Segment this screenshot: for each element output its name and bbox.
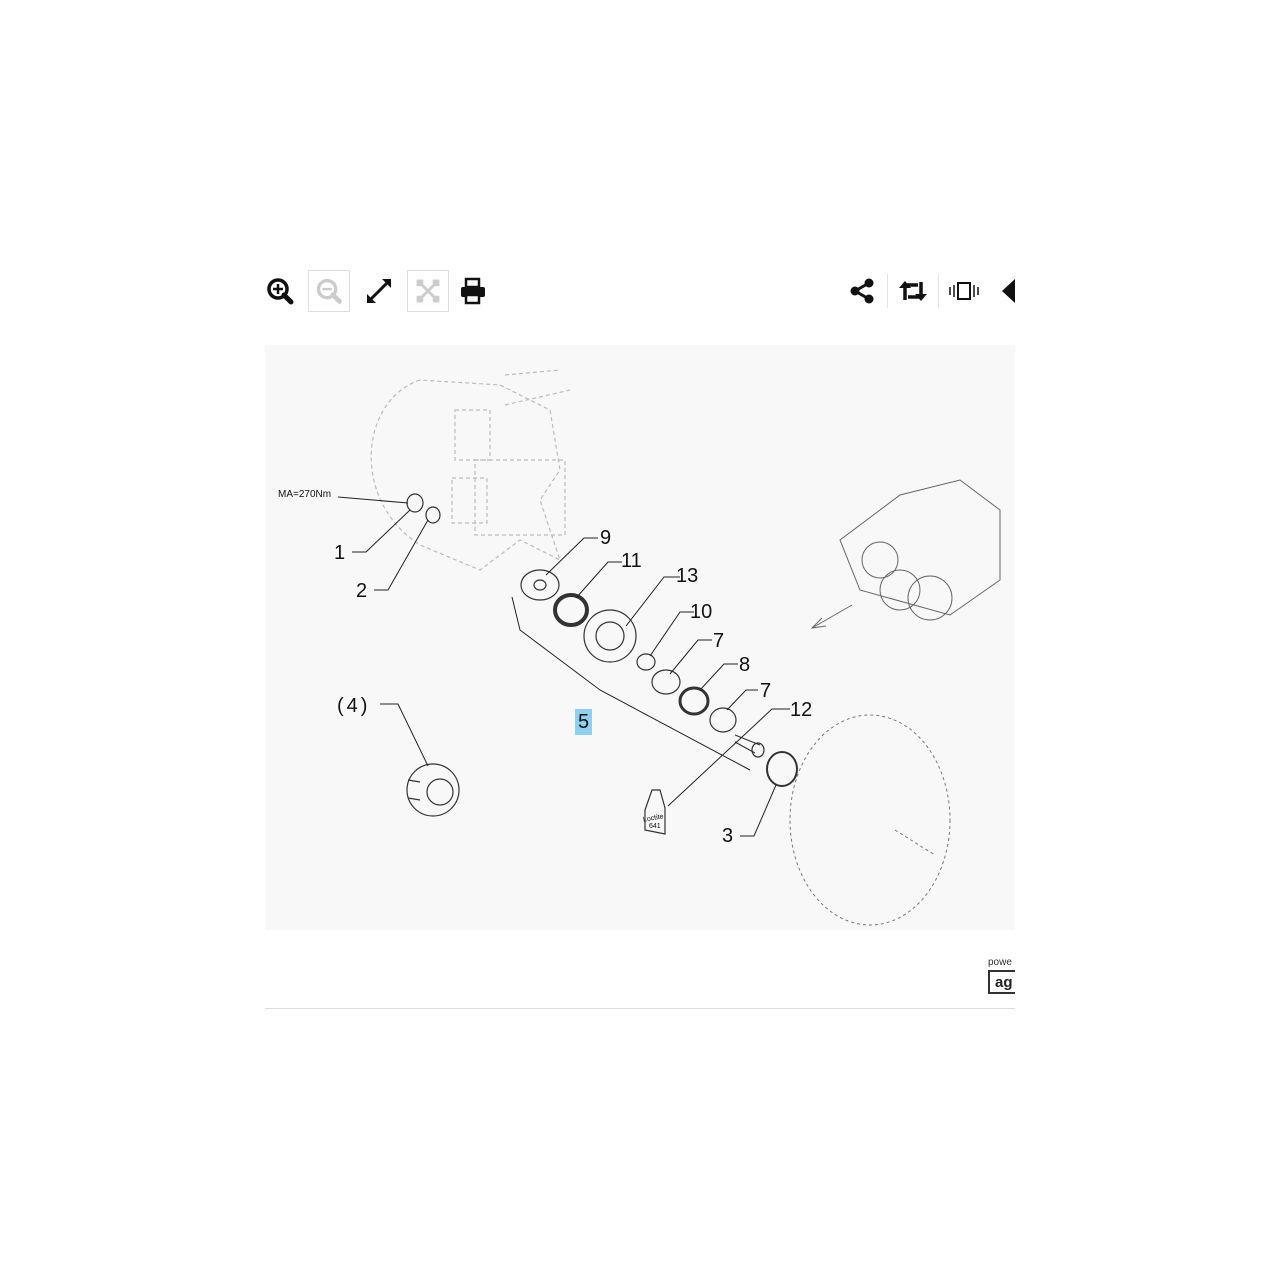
leader-lines (337, 496, 790, 837)
zoom-in-icon (267, 278, 294, 305)
fullscreen-button[interactable] (358, 270, 400, 312)
callout-8[interactable]: 8 (739, 654, 751, 676)
divider (265, 1008, 1015, 1009)
bottle-number: 641 (649, 823, 661, 830)
divider (938, 274, 939, 308)
logo-mark: ag (988, 970, 1015, 994)
print-icon (461, 277, 485, 305)
zoom-in-button[interactable] (259, 270, 301, 312)
callout-4[interactable]: (4) (337, 695, 371, 717)
callout-5-highlighted[interactable]: 5 (575, 709, 593, 735)
machine-thumbnail (810, 479, 1001, 629)
torque-note: MA=270Nm (278, 489, 332, 500)
callout-1[interactable]: 1 (334, 542, 346, 564)
carousel-button[interactable] (943, 270, 985, 312)
share-icon (850, 278, 874, 304)
exploded-view-drawing (337, 369, 1001, 926)
callout-10[interactable]: 10 (690, 601, 713, 623)
zoom-out-icon (316, 278, 342, 304)
fullscreen-icon (367, 279, 391, 303)
callout-9[interactable]: 9 (600, 527, 612, 549)
callout-3[interactable]: 3 (722, 825, 734, 847)
fit-button[interactable] (407, 270, 449, 312)
carousel-icon (949, 282, 979, 300)
zoom-out-button[interactable] (308, 270, 350, 312)
callout-2[interactable]: 2 (356, 580, 368, 602)
print-button[interactable] (452, 270, 494, 312)
frame-outline (370, 369, 571, 571)
retweet-icon (899, 281, 927, 301)
callout-12[interactable]: 12 (790, 699, 813, 721)
callout-7a[interactable]: 7 (713, 630, 725, 652)
callout-13[interactable]: 13 (676, 565, 699, 587)
back-icon (1002, 279, 1015, 303)
parts-diagram: MA=270Nm 1 2 9 11 13 10 7 8 7 12 5 3 (4)… (265, 345, 1015, 930)
divider (887, 274, 888, 308)
rotate-button[interactable] (892, 270, 934, 312)
fit-icon (416, 279, 440, 303)
callout-7b[interactable]: 7 (760, 680, 772, 702)
share-button[interactable] (841, 270, 883, 312)
callout-11[interactable]: 11 (621, 550, 642, 572)
back-button[interactable] (996, 270, 1015, 312)
powered-text: powe (988, 957, 1012, 968)
disc-outline (789, 714, 951, 926)
powered-by-logo[interactable]: powe ag (988, 957, 1015, 999)
